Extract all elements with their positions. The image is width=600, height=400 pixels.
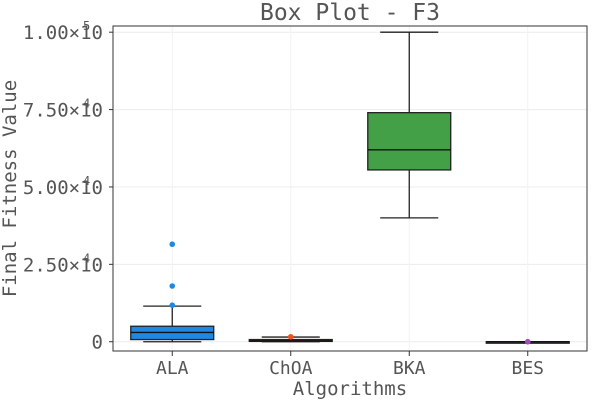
box-ala [130,241,215,343]
y-tick-exponent: 4 [83,251,90,265]
x-tick-label: BKA [393,358,426,379]
box-bes [485,338,570,345]
x-tick-label: ChOA [269,358,313,379]
grid-layer [113,26,587,351]
chart-title: Box Plot - F3 [260,0,440,26]
x-tick-label: ALA [156,358,189,379]
outlier-point [169,241,176,248]
y-tick-label: 5.00×10 [23,177,103,199]
x-tick-label: BES [511,358,544,379]
outlier-point [169,302,176,308]
outlier-point [287,333,294,340]
y-tick-label: 1.00×10 [23,22,103,44]
outlier-point [524,338,531,345]
box-body [367,112,452,171]
plot-frame [112,25,588,352]
box-choa [248,333,333,343]
y-tick-label: 2.50×10 [23,254,103,276]
box-bka [367,31,452,219]
outlier-point [169,283,176,289]
box-layer [130,31,570,345]
y-tick-exponent: 4 [83,97,90,111]
y-axis-label: Final Fitness Value [0,80,21,297]
y-tick-exponent: 5 [83,19,90,33]
y-tick-label: 7.50×10 [23,100,103,122]
x-axis-label: Algorithms [293,378,407,400]
y-tick-label: 0 [92,332,103,354]
y-tick-exponent: 4 [83,174,90,188]
